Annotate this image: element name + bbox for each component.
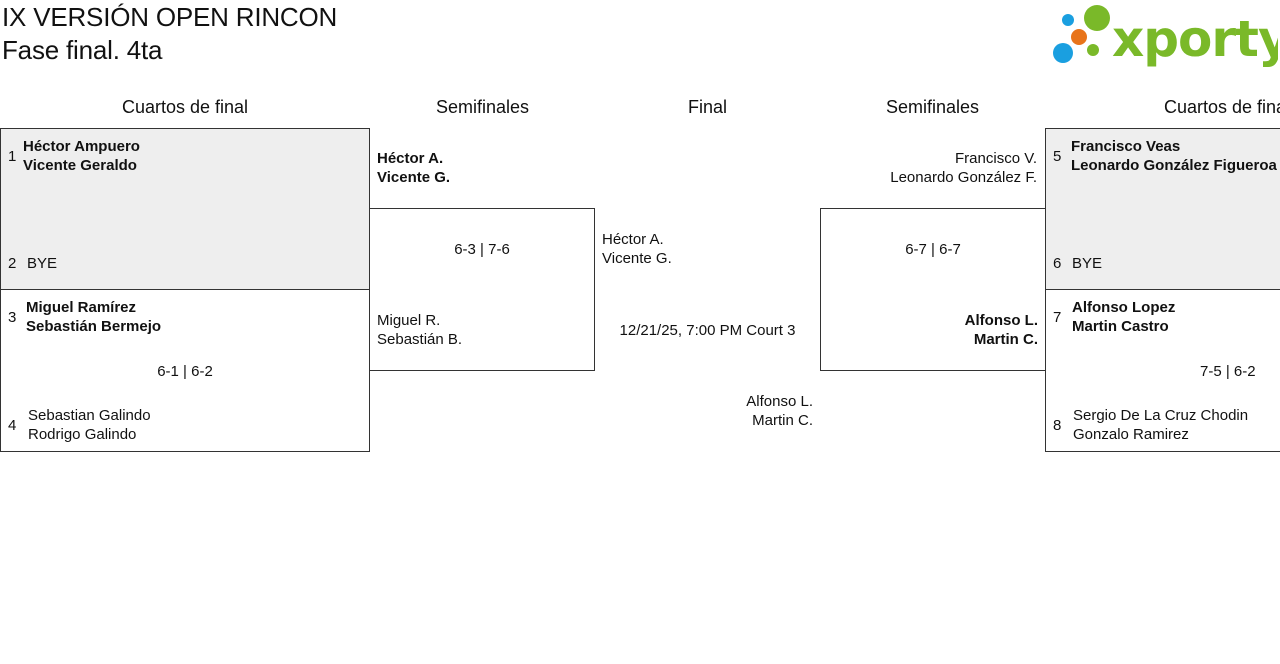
semi-left-team-a: Héctor A. Vicente G. [377, 149, 450, 187]
player-name: Sebastián B. [377, 331, 463, 348]
player-name: Sebastián Bermejo [26, 318, 162, 335]
semi-left-bracket-box[interactable]: 6-3 | 7-6 Miguel R. Sebastián B. [369, 208, 595, 371]
seed-number: 5 [1053, 148, 1062, 165]
semi-right-team-b: Alfonso L. Martin C. [821, 311, 1038, 349]
logo-dot-green-large-icon [1084, 5, 1110, 31]
xporty-logo: xporty [1050, 2, 1280, 68]
column-header-right-quarters: Cuartos de final [1164, 97, 1280, 117]
player-name: Miguel Ramírez [26, 299, 137, 316]
player-name: Martin C. [752, 412, 813, 429]
team-names: BYE [27, 254, 57, 273]
final-schedule: 12/21/25, 7:00 PM Court 3 [619, 322, 796, 339]
player-name: Vicente G. [602, 250, 672, 267]
team-names: Francisco Veas Leonardo González Figuero… [1071, 137, 1277, 175]
match-card-quarter-3[interactable]: 5 Francisco Veas Leonardo González Figue… [1045, 128, 1280, 290]
seed-number: 3 [8, 309, 17, 326]
player-name: Alfonso Lopez [1072, 299, 1176, 316]
team-names: Alfonso Lopez Martin Castro [1072, 298, 1175, 336]
logo-dot-blue-large-icon [1053, 43, 1073, 63]
match-score: 7-5 | 6-2 [1200, 363, 1256, 380]
team-names: BYE [1072, 254, 1102, 273]
match-score: 6-1 | 6-2 [157, 363, 213, 380]
player-name: Francisco V. [955, 150, 1037, 167]
player-name: Vicente G. [377, 169, 451, 186]
xporty-logo-graphic: xporty [1053, 5, 1280, 68]
player-name: Gonzalo Ramirez [1073, 426, 1189, 443]
player-name: BYE [27, 255, 58, 272]
player-name: Francisco Veas [1071, 138, 1181, 155]
match-card-quarter-4[interactable]: 7 Alfonso Lopez Martin Castro 7-5 | 6-2 … [1045, 289, 1280, 452]
match-card-quarter-2[interactable]: 3 Miguel Ramírez Sebastián Bermejo 6-1 |… [0, 289, 370, 452]
semi-left-team-b: Miguel R. Sebastián B. [377, 311, 462, 349]
player-name: Sergio De La Cruz Chodin [1073, 407, 1249, 424]
seed-number: 6 [1053, 255, 1062, 272]
seed-number: 4 [8, 417, 17, 434]
page-title: IX VERSIÓN OPEN RINCON [2, 2, 338, 32]
final-team-b: Alfonso L. Martin C. [620, 392, 813, 430]
player-name: Leonardo González F. [890, 169, 1037, 186]
seed-number: 1 [8, 148, 17, 165]
team-names: Sergio De La Cruz Chodin Gonzalo Ramirez [1073, 406, 1248, 444]
column-header-left-quarters: Cuartos de final [121, 97, 249, 117]
page-subtitle: Fase final. 4ta [2, 35, 163, 65]
player-name: Vicente Geraldo [23, 157, 137, 174]
player-name: Héctor Ampuero [23, 138, 140, 155]
team-names: Sebastian Galindo Rodrigo Galindo [28, 406, 151, 444]
logo-dot-green-small-icon [1087, 44, 1099, 56]
player-name: Leonardo González Figueroa [1071, 157, 1277, 174]
player-name: Alfonso L. [964, 312, 1038, 329]
final-team-a: Héctor A. Vicente G. [602, 230, 672, 268]
player-name: Rodrigo Galindo [28, 426, 137, 443]
column-header-final: Final [687, 97, 727, 117]
team-names: Héctor Ampuero Vicente Geraldo [23, 137, 140, 175]
player-name: Sebastian Galindo [28, 407, 151, 424]
player-name: Héctor A. [602, 231, 664, 248]
match-score: 6-7 | 6-7 [905, 241, 961, 258]
player-name: Martin Castro [1072, 318, 1169, 335]
player-name: Miguel R. [377, 312, 441, 329]
seed-number: 2 [8, 255, 17, 272]
column-header-right-semis: Semifinales [885, 97, 980, 117]
player-name: BYE [1072, 255, 1103, 272]
logo-dot-blue-small-icon [1062, 14, 1074, 26]
player-name: Héctor A. [377, 150, 444, 167]
column-header-left-semis: Semifinales [435, 97, 530, 117]
player-name: Martin C. [973, 331, 1038, 348]
logo-text: xporty [1112, 10, 1278, 68]
logo-dot-orange-icon [1071, 29, 1087, 45]
semi-right-bracket-box[interactable]: 6-7 | 6-7 Alfonso L. Martin C. [820, 208, 1046, 371]
match-card-quarter-1[interactable]: 1 Héctor Ampuero Vicente Geraldo 2 BYE [0, 128, 370, 290]
team-names: Miguel Ramírez Sebastián Bermejo [26, 298, 161, 336]
player-name: Alfonso L. [746, 393, 813, 410]
seed-number: 8 [1053, 417, 1062, 434]
match-score: 6-3 | 7-6 [454, 241, 510, 258]
semi-right-team-a: Francisco V. Leonardo González F. [830, 149, 1037, 187]
seed-number: 7 [1053, 309, 1062, 326]
